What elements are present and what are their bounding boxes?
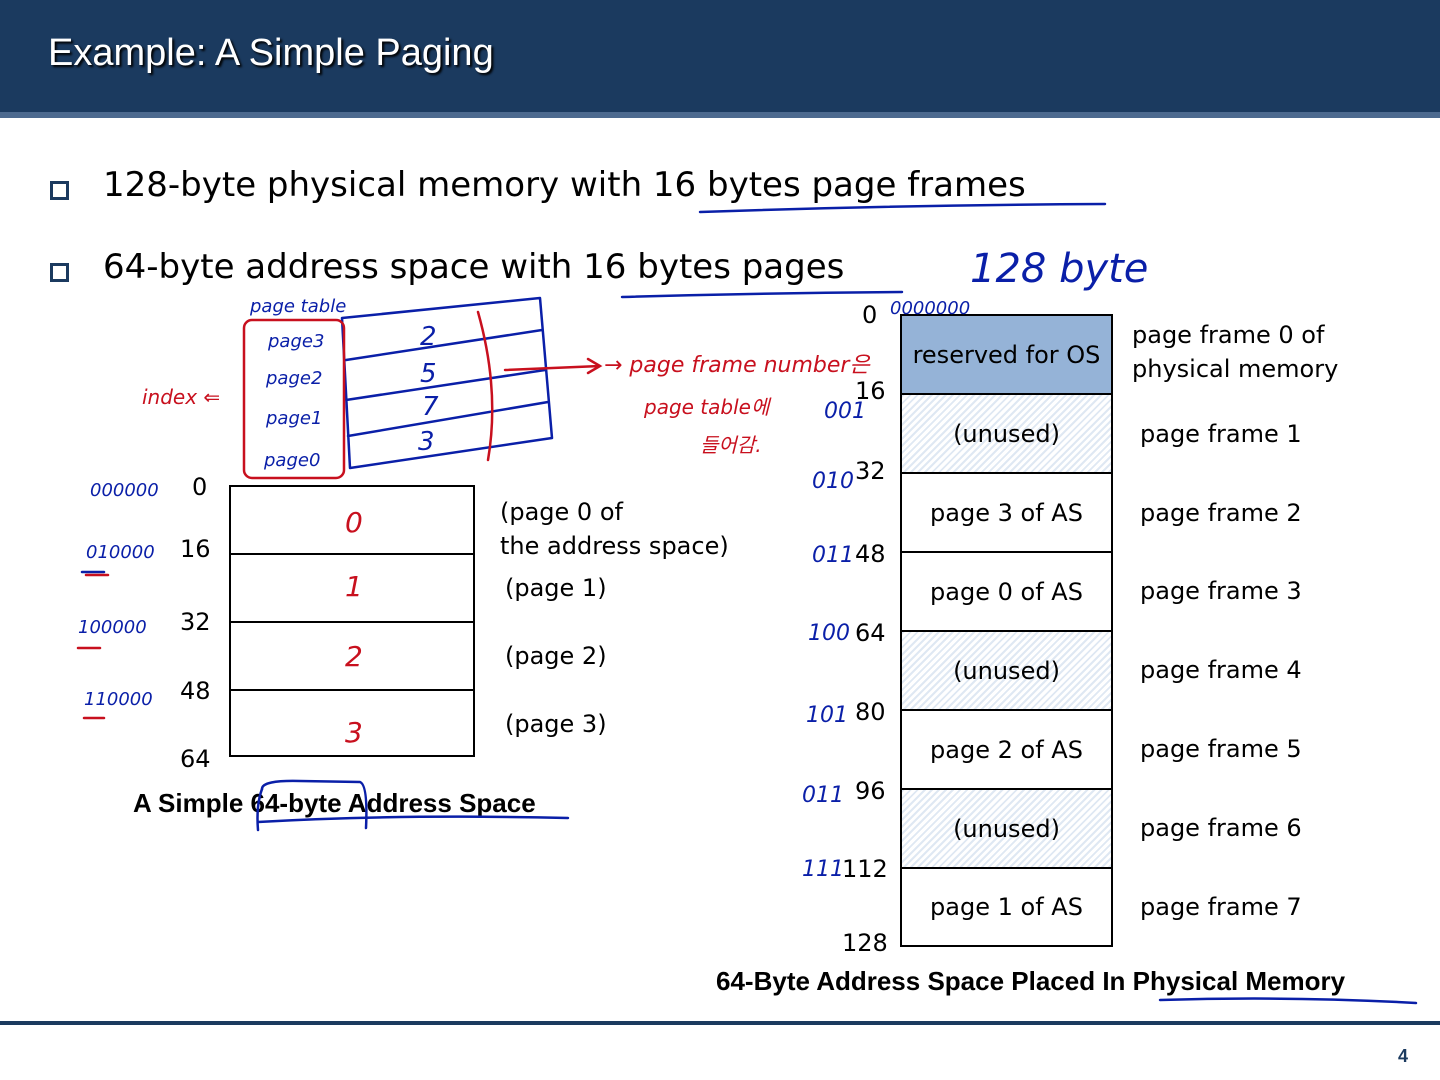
underline-physical-memory (1158, 997, 1418, 1005)
underline-64-byte (256, 815, 570, 824)
bullet-physical-memory: 128-byte physical memory with 16 bytes p… (103, 165, 1026, 205)
bullet-square-icon (50, 263, 69, 282)
frame-label-0: page frame 0 of physical memory (1132, 321, 1339, 383)
underline-16-bytes-pages (620, 290, 904, 299)
page-table-index-box (242, 318, 346, 480)
as-offset-32: 32 (180, 608, 211, 636)
pm-offset-80: 80 (855, 698, 886, 726)
as-label-page-2: (page 2) (505, 642, 607, 670)
as-label-page-0: (page 0 of the address space) (500, 498, 729, 560)
pm-frame-2: page 3 of AS (902, 474, 1111, 553)
ink-bin-pm-3: 011 (812, 543, 854, 568)
ink-bin-as-1: 010000 (86, 542, 155, 563)
ink-pt-val-2: 7 (422, 392, 439, 422)
pm-frame-5: page 2 of AS (902, 711, 1111, 790)
frame-label-2: page frame 2 (1140, 499, 1302, 527)
as-label-page-3: (page 3) (505, 710, 607, 738)
ink-pt-row-0: page0 (263, 450, 320, 471)
as-offset-64: 64 (180, 745, 211, 773)
pm-frame-4: (unused) (902, 632, 1111, 711)
pm-offset-16: 16 (855, 377, 886, 405)
bullet-square-icon (50, 181, 69, 200)
frame-label-5: page frame 5 (1140, 735, 1302, 763)
pm-frame-3: page 0 of AS (902, 553, 1111, 632)
arrow-to-frame-number (503, 357, 603, 375)
ink-bin-top: 0000000 (890, 298, 970, 319)
ink-bin-pm-4: 100 (808, 621, 850, 646)
ink-page-table-title: page table (249, 296, 346, 317)
ink-bin-as-3: 110000 (84, 689, 153, 710)
ink-bin-pm-1: 001 (824, 399, 866, 424)
frame-label-6: page frame 6 (1140, 814, 1302, 842)
ink-red-3: 3 (345, 716, 363, 749)
ink-pt-row-2: page2 (265, 368, 322, 389)
as-page-2 (231, 623, 473, 691)
ink-pt-val-1: 5 (420, 359, 437, 389)
ink-bin-pm-2: 010 (812, 469, 854, 494)
frame-label-4: page frame 4 (1140, 656, 1302, 684)
as-page-0 (231, 487, 473, 555)
pm-offset-112: 112 (842, 855, 888, 883)
ink-pt-val-3: 3 (418, 427, 435, 457)
physical-memory-diagram: reserved for OS (unused) page 3 of AS pa… (900, 314, 1113, 947)
pm-offset-128: 128 (842, 929, 888, 957)
ink-pt-row-3: page3 (267, 331, 324, 352)
ink-bin-pm-6: 011 (802, 783, 844, 808)
pm-frame-1: (unused) (902, 395, 1111, 474)
pm-frame-7: page 1 of AS (930, 893, 1083, 921)
address-space-caption: A Simple 64-byte Address Space (133, 788, 536, 818)
as-label-page-1: (page 1) (505, 574, 607, 602)
frame-label-3: page frame 3 (1140, 577, 1302, 605)
pm-offset-96: 96 (855, 777, 886, 805)
pm-offset-0: 0 (862, 301, 878, 329)
ink-red-0: 0 (345, 506, 363, 539)
as-offset-16: 16 (180, 535, 211, 563)
page-table-paren (476, 310, 494, 462)
ink-bin-as-0: 000000 (90, 480, 159, 501)
title-bar-underline (0, 112, 1440, 118)
bullet-address-space: 64-byte address space with 16 bytes page… (103, 247, 845, 287)
circle-64-byte (260, 779, 368, 830)
page-table-grid (340, 296, 554, 470)
underline-16-bytes-page-frames (698, 202, 1107, 214)
title-bar (0, 0, 1440, 112)
ink-bin-as-2: 100000 (78, 617, 147, 638)
frame-label-7: page frame 7 (1140, 893, 1302, 921)
circle-64-byte-left (256, 787, 264, 832)
physical-memory-caption: 64-Byte Address Space Placed In Physical… (716, 966, 1346, 996)
frame-label-1: page frame 1 (1140, 420, 1302, 448)
slide-page-number: 4 (1397, 1046, 1408, 1066)
address-space-diagram (229, 485, 475, 757)
ink-128-byte: 128 byte (970, 246, 1148, 292)
pm-frame-0: reserved for OS (902, 316, 1111, 395)
pm-frame-6: (unused) (902, 790, 1111, 869)
footer-divider (0, 1021, 1440, 1025)
ink-red-1: 1 (345, 570, 363, 603)
ink-pt-val-0: 2 (420, 322, 437, 352)
as-page-1 (231, 555, 473, 623)
ink-bin-pm-7: 111 (802, 857, 844, 882)
ink-bin-pm-5: 101 (806, 703, 848, 728)
pm-offset-64: 64 (855, 619, 886, 647)
ink-red-note-2: page table에 (643, 395, 772, 419)
pm-offset-32: 32 (855, 457, 886, 485)
as-offset-0: 0 (192, 473, 208, 501)
ink-red-note-3: 들어감. (700, 433, 762, 457)
pm-offset-48: 48 (855, 540, 886, 568)
slide-title: Example: A Simple Paging (48, 32, 494, 74)
ink-red-2: 2 (345, 640, 363, 673)
ink-red-note-1: → page frame number은 (604, 353, 871, 378)
ink-pt-row-1: page1 (265, 408, 322, 429)
ink-red-index: index ⇐ (142, 385, 220, 409)
as-offset-48: 48 (180, 677, 211, 705)
